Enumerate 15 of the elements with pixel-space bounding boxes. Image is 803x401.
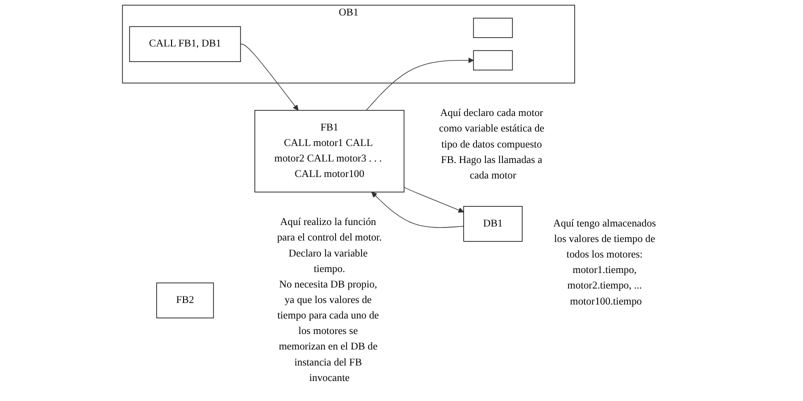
arrow xyxy=(371,192,464,228)
node-label: Aquí realizo la función para el control del motor. xyxy=(277,216,382,244)
node-label: Aquí declaro cada motor como variable estática de tipo de datos compuesto FB. Hago las llamadas a cada motor xyxy=(439,108,544,182)
node-box: FB1 CALL motor1 CALL motor2 CALL motor3 . . . CALL motor100 xyxy=(254,110,404,192)
node-box: DB1 xyxy=(463,206,523,242)
arrow xyxy=(404,186,464,213)
node-box xyxy=(473,18,513,38)
node-box: FB2 xyxy=(156,282,214,318)
node-label: Declaro la variable tiempo. xyxy=(288,248,368,274)
node-label: Aquí tengo almacenados los valores de tiempo de todos los motores: motor1.tiempo, motor2.tiempo, ... motor100.tiempo xyxy=(553,218,656,307)
node-box: CALL FB1, DB1 xyxy=(129,26,241,62)
arrow xyxy=(240,44,298,111)
arrow xyxy=(366,58,474,111)
node-box xyxy=(473,50,513,70)
node-label: No necesita DB propio, ya que los valores de tiempo para cada uno de los motores se memorizan en el DB de instancia del FB invocante xyxy=(277,279,379,384)
